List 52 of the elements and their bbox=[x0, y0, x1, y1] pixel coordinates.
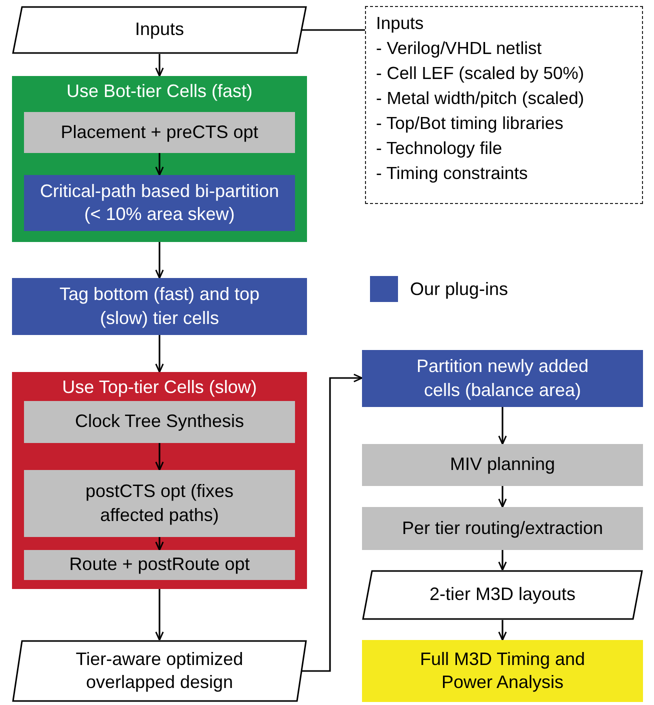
note-item: - Technology file bbox=[376, 137, 502, 160]
note-item: - Timing constraints bbox=[376, 162, 528, 186]
arrow bbox=[155, 242, 164, 279]
io-parallelogram bbox=[362, 570, 643, 620]
process-box bbox=[362, 640, 643, 702]
process-box bbox=[362, 350, 643, 407]
box-label: MIV planning bbox=[448, 453, 556, 476]
arrow bbox=[498, 550, 507, 571]
arrow bbox=[155, 443, 164, 471]
arrow bbox=[498, 486, 507, 508]
note-heading: Inputs bbox=[376, 12, 424, 35]
box-label: Tier-aware optimized overlapped design bbox=[74, 648, 244, 694]
box-label: Inputs bbox=[134, 18, 186, 42]
box-label: Tag bottom (fast) and top (slow) tier cells bbox=[58, 283, 261, 330]
process-box bbox=[362, 507, 643, 550]
legend-label: Our plug-ins bbox=[410, 278, 508, 300]
box-label: Placement + preCTS opt bbox=[60, 120, 260, 144]
arrow bbox=[302, 374, 363, 672]
process-box bbox=[24, 550, 295, 580]
box-label: Partition newly added cells (balance area) bbox=[415, 355, 590, 402]
box-label: Full M3D Timing and Power Analysis bbox=[418, 648, 586, 694]
connector-line bbox=[302, 29, 365, 31]
note-box bbox=[365, 6, 643, 204]
process-box bbox=[362, 444, 643, 486]
box-label: 2-tier M3D layouts bbox=[428, 583, 577, 606]
arrow bbox=[498, 620, 507, 641]
note-item: - Top/Bot timing libraries bbox=[376, 112, 564, 136]
process-box bbox=[24, 470, 295, 537]
group-title: Use Bot-tier Cells (fast) bbox=[65, 80, 254, 103]
arrow bbox=[155, 335, 164, 373]
group-panel bbox=[12, 76, 307, 242]
process-box bbox=[24, 175, 295, 231]
box-label: Clock Tree Synthesis bbox=[74, 410, 246, 434]
note-item: - Metal width/pitch (scaled) bbox=[376, 87, 584, 110]
note-item: - Verilog/VHDL netlist bbox=[376, 37, 542, 60]
box-label: Per tier routing/extraction bbox=[400, 516, 604, 540]
box-label: Critical-path based bi-partition (< 10% area skew) bbox=[38, 180, 280, 226]
io-parallelogram bbox=[12, 6, 307, 54]
arrow bbox=[155, 54, 164, 77]
process-box bbox=[12, 278, 307, 335]
process-box bbox=[24, 112, 295, 153]
arrow bbox=[155, 153, 164, 176]
box-label: Route + postRoute opt bbox=[68, 553, 251, 576]
box-label: postCTS opt (fixes affected paths) bbox=[84, 480, 235, 527]
arrow bbox=[155, 589, 164, 641]
arrow bbox=[155, 537, 164, 551]
group-panel bbox=[12, 372, 307, 589]
process-box bbox=[24, 401, 295, 443]
group-title: Use Top-tier Cells (slow) bbox=[61, 376, 258, 399]
io-parallelogram bbox=[12, 640, 307, 702]
arrow bbox=[498, 407, 507, 445]
note-item: - Cell LEF (scaled by 50%) bbox=[376, 62, 584, 86]
